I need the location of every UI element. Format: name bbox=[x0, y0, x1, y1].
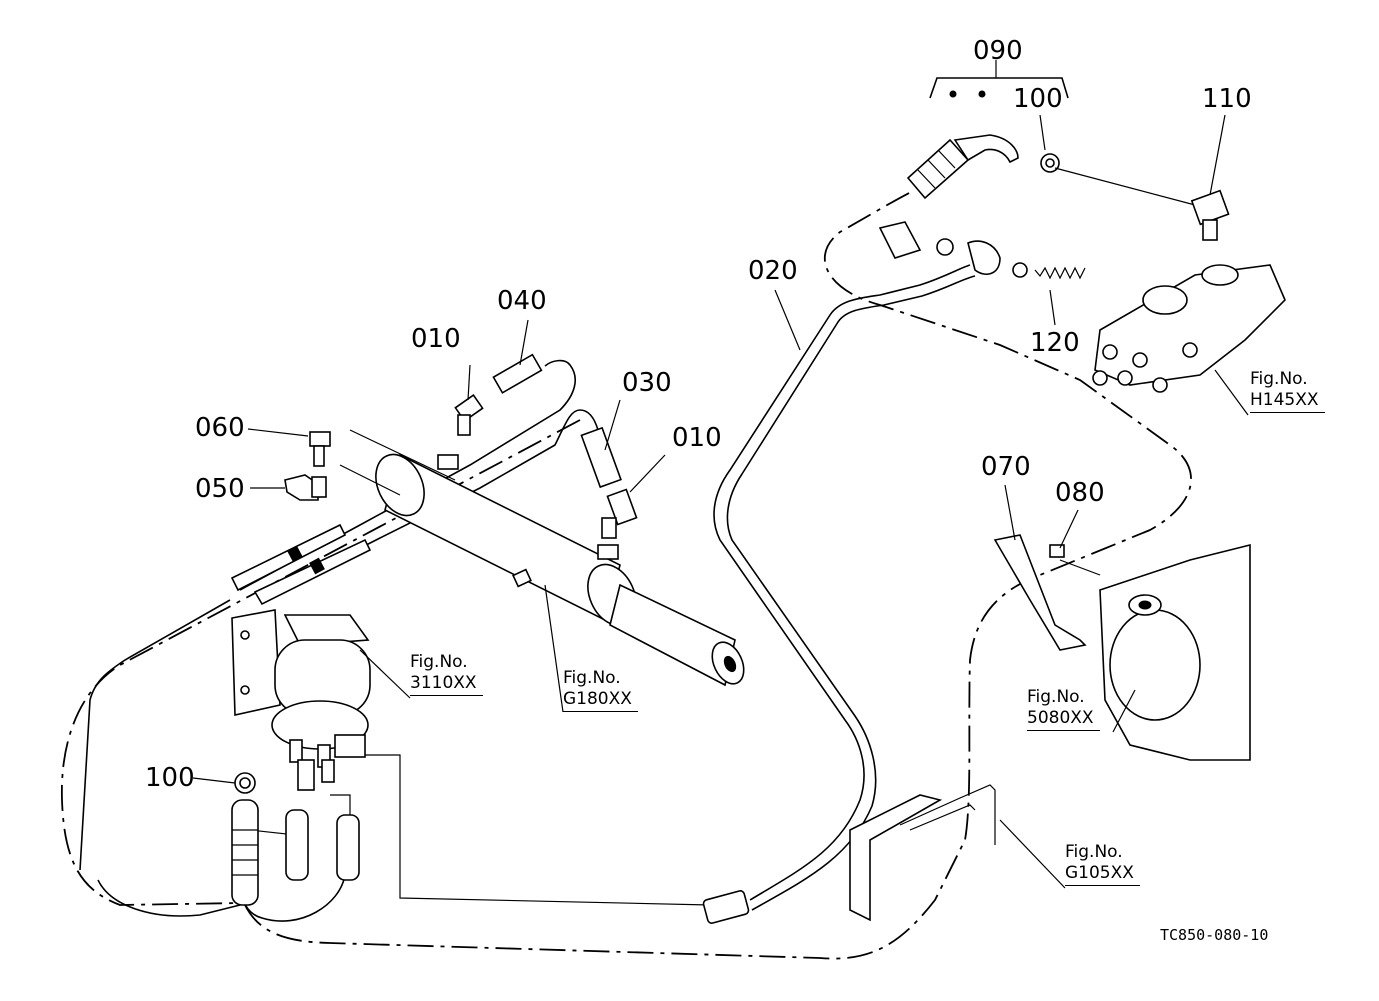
hose-010-to-cylinder bbox=[239, 359, 576, 591]
return-hose-dashdot bbox=[244, 189, 1192, 960]
label-010-upper: 010 bbox=[411, 324, 461, 354]
hose-return-solid bbox=[97, 879, 241, 917]
label-020: 020 bbox=[748, 256, 798, 286]
hydraulic-valve-block-icon bbox=[878, 221, 1286, 393]
figref-g105: Fig.No. G105XX bbox=[1065, 842, 1140, 886]
steering-cylinder-icon bbox=[339, 429, 745, 687]
label-080: 080 bbox=[1055, 478, 1105, 508]
figref-3110: Fig.No. 3110XX bbox=[410, 652, 483, 696]
hose-end-lower-mid-icon bbox=[285, 809, 309, 881]
pipe-bracket-070-icon bbox=[993, 534, 1087, 651]
power-steering-unit-icon bbox=[231, 609, 371, 791]
figref-g180-number: G180XX bbox=[563, 689, 638, 712]
figref-3110-number: 3110XX bbox=[410, 673, 483, 696]
figref-3110-prefix: Fig.No. bbox=[410, 652, 468, 672]
fitting-010-lower-icon bbox=[601, 488, 638, 539]
label-090-bracket bbox=[929, 77, 1069, 99]
figref-h145: Fig.No. H145XX bbox=[1250, 369, 1325, 413]
label-120: 120 bbox=[1030, 328, 1080, 358]
label-100-lower: 100 bbox=[145, 763, 195, 793]
hydraulic-pump-icon bbox=[1099, 543, 1251, 761]
hose-end-lower-left-icon bbox=[231, 799, 259, 906]
label-100-upper: 100 bbox=[1013, 84, 1063, 114]
drawing-code: TC850-080-10 bbox=[1160, 926, 1269, 944]
suction-hose-dashdot bbox=[61, 419, 581, 906]
pipe-bracket-g105-icon bbox=[849, 784, 996, 922]
figref-5080: Fig.No. 5080XX bbox=[1027, 687, 1100, 731]
hose-lower-connector bbox=[242, 874, 346, 922]
figref-g180-prefix: Fig.No. bbox=[563, 668, 621, 688]
label-040: 040 bbox=[497, 286, 547, 316]
figref-5080-number: 5080XX bbox=[1027, 708, 1100, 731]
figref-g105-prefix: Fig.No. bbox=[1065, 842, 1123, 862]
bolt-060-icon bbox=[309, 431, 331, 467]
hose-clamp-100-upper-icon bbox=[1040, 153, 1060, 173]
figref-h145-prefix: Fig.No. bbox=[1250, 369, 1308, 389]
figref-h145-number: H145XX bbox=[1250, 390, 1325, 413]
fitting-010-upper-icon bbox=[454, 394, 484, 436]
elbow-110-icon bbox=[1190, 189, 1230, 241]
hose-end-040-icon bbox=[492, 353, 543, 394]
hose-end-lower-right-icon bbox=[336, 814, 360, 881]
hose-end-030-icon bbox=[580, 426, 622, 489]
hose-steering-lower bbox=[79, 599, 231, 871]
hose-right-branch bbox=[330, 794, 351, 815]
label-030: 030 bbox=[622, 368, 672, 398]
hose-protectors-icon bbox=[230, 523, 372, 606]
figref-g180: Fig.No. G180XX bbox=[563, 668, 638, 712]
clamp-050-icon bbox=[284, 474, 327, 501]
label-070: 070 bbox=[981, 452, 1031, 482]
hose-clamp-100-lower-icon bbox=[234, 772, 256, 794]
label-010-lower: 010 bbox=[672, 423, 722, 453]
label-050: 050 bbox=[195, 474, 245, 504]
figref-g105-number: G105XX bbox=[1065, 863, 1140, 886]
label-090: 090 bbox=[973, 36, 1023, 66]
pipe-020-outer bbox=[713, 264, 971, 901]
figref-5080-prefix: Fig.No. bbox=[1027, 687, 1085, 707]
hose-assembly-090-icon bbox=[906, 90, 1019, 200]
pipe-fitting-bottom-icon bbox=[702, 890, 750, 924]
pipe-020-inner bbox=[726, 275, 976, 911]
hose-030-to-cylinder bbox=[261, 409, 599, 599]
hose-to-fitting bbox=[365, 754, 711, 906]
label-110: 110 bbox=[1202, 84, 1252, 114]
label-060: 060 bbox=[195, 413, 245, 443]
